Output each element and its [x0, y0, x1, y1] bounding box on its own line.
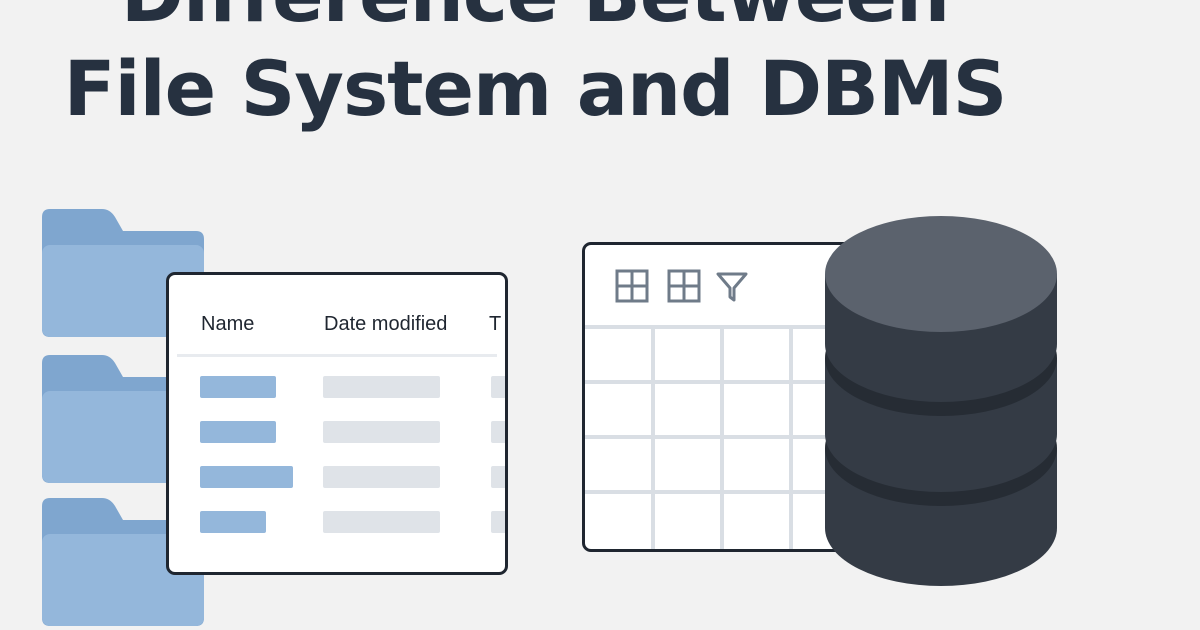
file-date-placeholder — [323, 421, 440, 443]
file-name-placeholder — [200, 376, 276, 398]
file-date-placeholder — [323, 466, 440, 488]
file-type-placeholder — [491, 421, 505, 443]
folder-icon — [42, 355, 204, 483]
file-name-placeholder — [200, 511, 266, 533]
file-date-placeholder — [323, 376, 440, 398]
folder-icon — [42, 209, 204, 337]
title-line-2: File System and DBMS — [63, 44, 1008, 133]
column-header-name[interactable]: Name — [201, 313, 255, 335]
table-icon[interactable] — [667, 269, 701, 303]
file-type-placeholder — [491, 466, 505, 488]
page-title: Difference Between File System and DBMS — [0, 0, 1070, 136]
file-type-placeholder — [491, 376, 505, 398]
file-name-placeholder — [200, 421, 276, 443]
column-header-type[interactable]: T — [489, 313, 502, 335]
folder-icon — [42, 498, 204, 626]
header-divider — [177, 354, 497, 357]
file-type-placeholder — [491, 511, 505, 533]
filter-icon[interactable] — [715, 269, 749, 303]
column-header-date-modified[interactable]: Date modified — [324, 313, 448, 335]
title-line-1: Difference Between — [0, 0, 1070, 42]
database-icon — [825, 216, 1057, 586]
file-name-placeholder — [200, 466, 293, 488]
file-date-placeholder — [323, 511, 440, 533]
table-icon[interactable] — [615, 269, 649, 303]
file-explorer-window: Name Date modified T — [166, 272, 508, 575]
